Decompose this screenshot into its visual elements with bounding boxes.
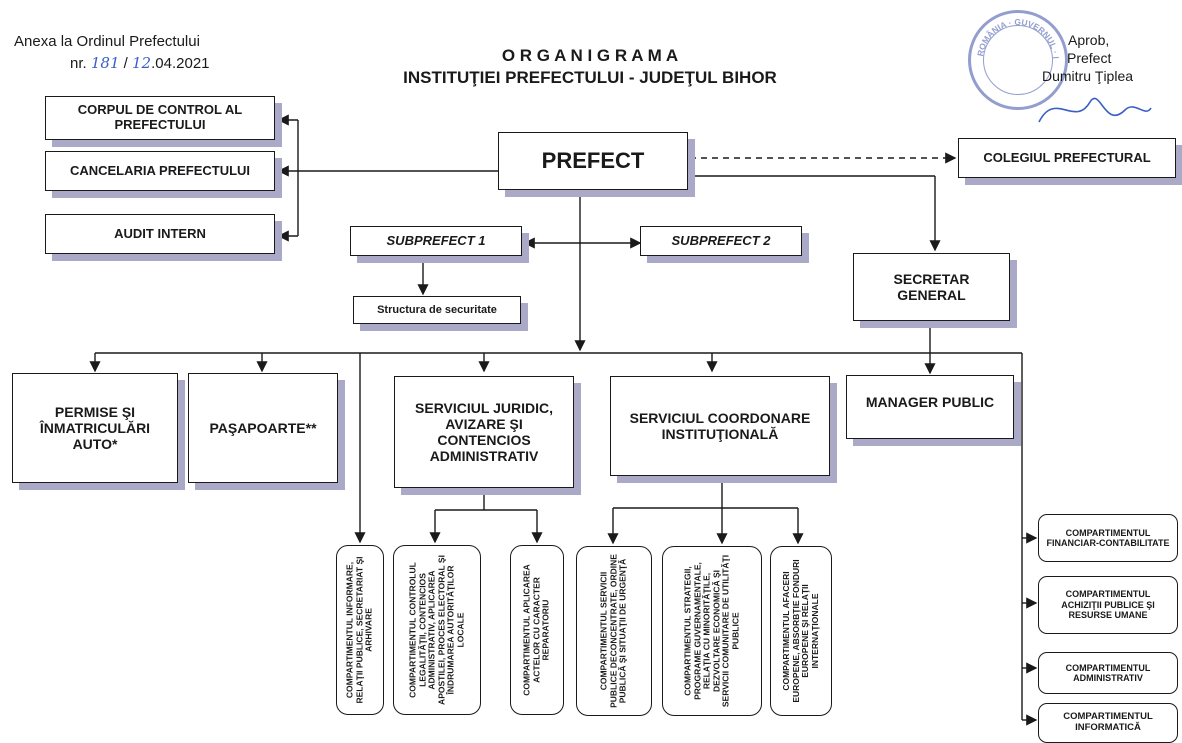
secretar-general-box: SECRETAR GENERAL [853,253,1010,321]
comp-servicii-label: COMPARTIMENTUL SERVICII PUBLICE DECONCEN… [598,554,628,708]
colegiul-box: COLEGIUL PREFECTURAL [958,138,1176,178]
secretar-general-label: SECRETAR GENERAL [893,270,970,303]
stamp-text: ROMÂNIA · GUVERNUL · INSTITUTIA PREFECTU… [971,13,1061,59]
signature [1038,97,1152,123]
comp-financiar-box: COMPARTIMENTUL FINANCIAR-CONTABILITATE [1038,514,1178,562]
comp-informatica-label: COMPARTIMENTUL INFORMATICĂ [1063,711,1153,733]
comp-strategii-box: COMPARTIMENTUL STRATEGII, PROGRAME GUVER… [662,546,762,716]
comp-informare-label: COMPARTIMENTUL INFORMARE, RELAŢII PUBLIC… [344,556,374,704]
comp-aplicarea-label: COMPARTIMENTUL APLICAREA ACTELOR CU CARA… [521,564,551,696]
comp-administrativ-box: COMPARTIMENTUL ADMINISTRATIV [1038,652,1178,694]
comp-informare-box: COMPARTIMENTUL INFORMARE, RELAŢII PUBLIC… [336,545,384,715]
annex-nr-handwritten: 181 [90,54,120,72]
annex-date-rest: .04.2021 [151,55,210,72]
permise-label: PERMISE ŞI ÎNMATRICULĂRI AUTO* [39,403,151,453]
approve-label: Aprob, [1068,32,1110,48]
juridic-label: SERVICIUL JURIDIC, AVIZARE ŞI CONTENCIOS… [415,399,553,465]
comp-aplicarea-box: COMPARTIMENTUL APLICAREA ACTELOR CU CARA… [510,545,564,715]
annex-line: Anexa la Ordinul Prefectului [14,33,200,50]
comp-strategii-label: COMPARTIMENTUL STRATEGII, PROGRAME GUVER… [682,554,741,708]
comp-administrativ-label: COMPARTIMENTUL ADMINISTRATIV [1065,662,1151,683]
audit-label: AUDIT INTERN [114,225,206,241]
coordonare-label: SERVICIUL COORDONARE INSTITUŢIONALĂ [629,409,811,442]
permise-box: PERMISE ŞI ÎNMATRICULĂRI AUTO* [12,373,178,483]
subprefect-2-box: SUBPREFECT 2 [640,226,802,256]
subprefect-1-label: SUBPREFECT 1 [386,232,486,248]
corp-control-box: CORPUL DE CONTROL AL PREFECTULUI [45,96,275,140]
pasapoarte-label: PAŞAPOARTE** [209,419,317,436]
approve-role: Prefect [1067,50,1112,66]
cancelaria-box: CANCELARIA PREFECTULUI [45,151,275,191]
corp-control-label: CORPUL DE CONTROL AL PREFECTULUI [77,102,243,132]
approve-name: Dumitru Ţiplea [1042,68,1134,84]
stamp: ROMÂNIA · GUVERNUL · INSTITUTIA PREFECTU… [968,10,1068,110]
manager-public-label: MANAGER PUBLIC [865,394,995,410]
comp-control-label: COMPARTIMENTUL CONTROLUL LEGALITĂŢII, CO… [407,555,466,705]
comp-achizitii-label: COMPARTIMENTUL ACHIZIŢII PUBLICE ŞI RESU… [1061,589,1155,621]
comp-afaceri-box: COMPARTIMENTUL AFACERI EUROPENE, ABSORBŢ… [770,546,832,716]
audit-box: AUDIT INTERN [45,214,275,254]
comp-afaceri-label: COMPARTIMENTUL AFACERI EUROPENE, ABSORBŢ… [780,559,820,703]
subprefect-2-label: SUBPREFECT 2 [671,232,771,248]
annex-nr-prefix: nr. [70,55,87,72]
coordonare-box: SERVICIUL COORDONARE INSTITUŢIONALĂ [610,376,830,476]
pasapoarte-box: PAŞAPOARTE** [188,373,338,483]
svg-text:ROMÂNIA · GUVERNUL · INSTITUTI: ROMÂNIA · GUVERNUL · INSTITUTIA PREFECTU… [971,13,1061,59]
prefect-box: PREFECT [498,132,688,190]
comp-financiar-label: COMPARTIMENTUL FINANCIAR-CONTABILITATE [1046,527,1170,548]
comp-control-box: COMPARTIMENTUL CONTROLUL LEGALITĂŢII, CO… [393,545,481,715]
manager-public-box: MANAGER PUBLIC [846,375,1014,439]
structura-securitate-label: Structura de securitate [377,303,497,316]
juridic-box: SERVICIUL JURIDIC, AVIZARE ŞI CONTENCIOS… [394,376,574,488]
prefect-label: PREFECT [541,148,645,174]
annex-day-handwritten: 12 [132,54,152,72]
annex-date-separator: / [123,55,128,72]
subprefect-1-box: SUBPREFECT 1 [350,226,522,256]
comp-informatica-box: COMPARTIMENTUL INFORMATICĂ [1038,703,1178,743]
annex-number: nr. 181 / 12.04.2021 [70,54,210,72]
cancelaria-label: CANCELARIA PREFECTULUI [69,162,251,178]
page-title: O R G A N I G R A M A [501,46,679,65]
comp-achizitii-box: COMPARTIMENTUL ACHIZIŢII PUBLICE ŞI RESU… [1038,576,1178,634]
colegiul-label: COLEGIUL PREFECTURAL [983,149,1151,165]
page-subtitle: INSTITUŢIEI PREFECTULUI - JUDEŢUL BIHOR [403,68,777,87]
structura-securitate-box: Structura de securitate [353,296,521,324]
comp-servicii-box: COMPARTIMENTUL SERVICII PUBLICE DECONCEN… [576,546,652,716]
